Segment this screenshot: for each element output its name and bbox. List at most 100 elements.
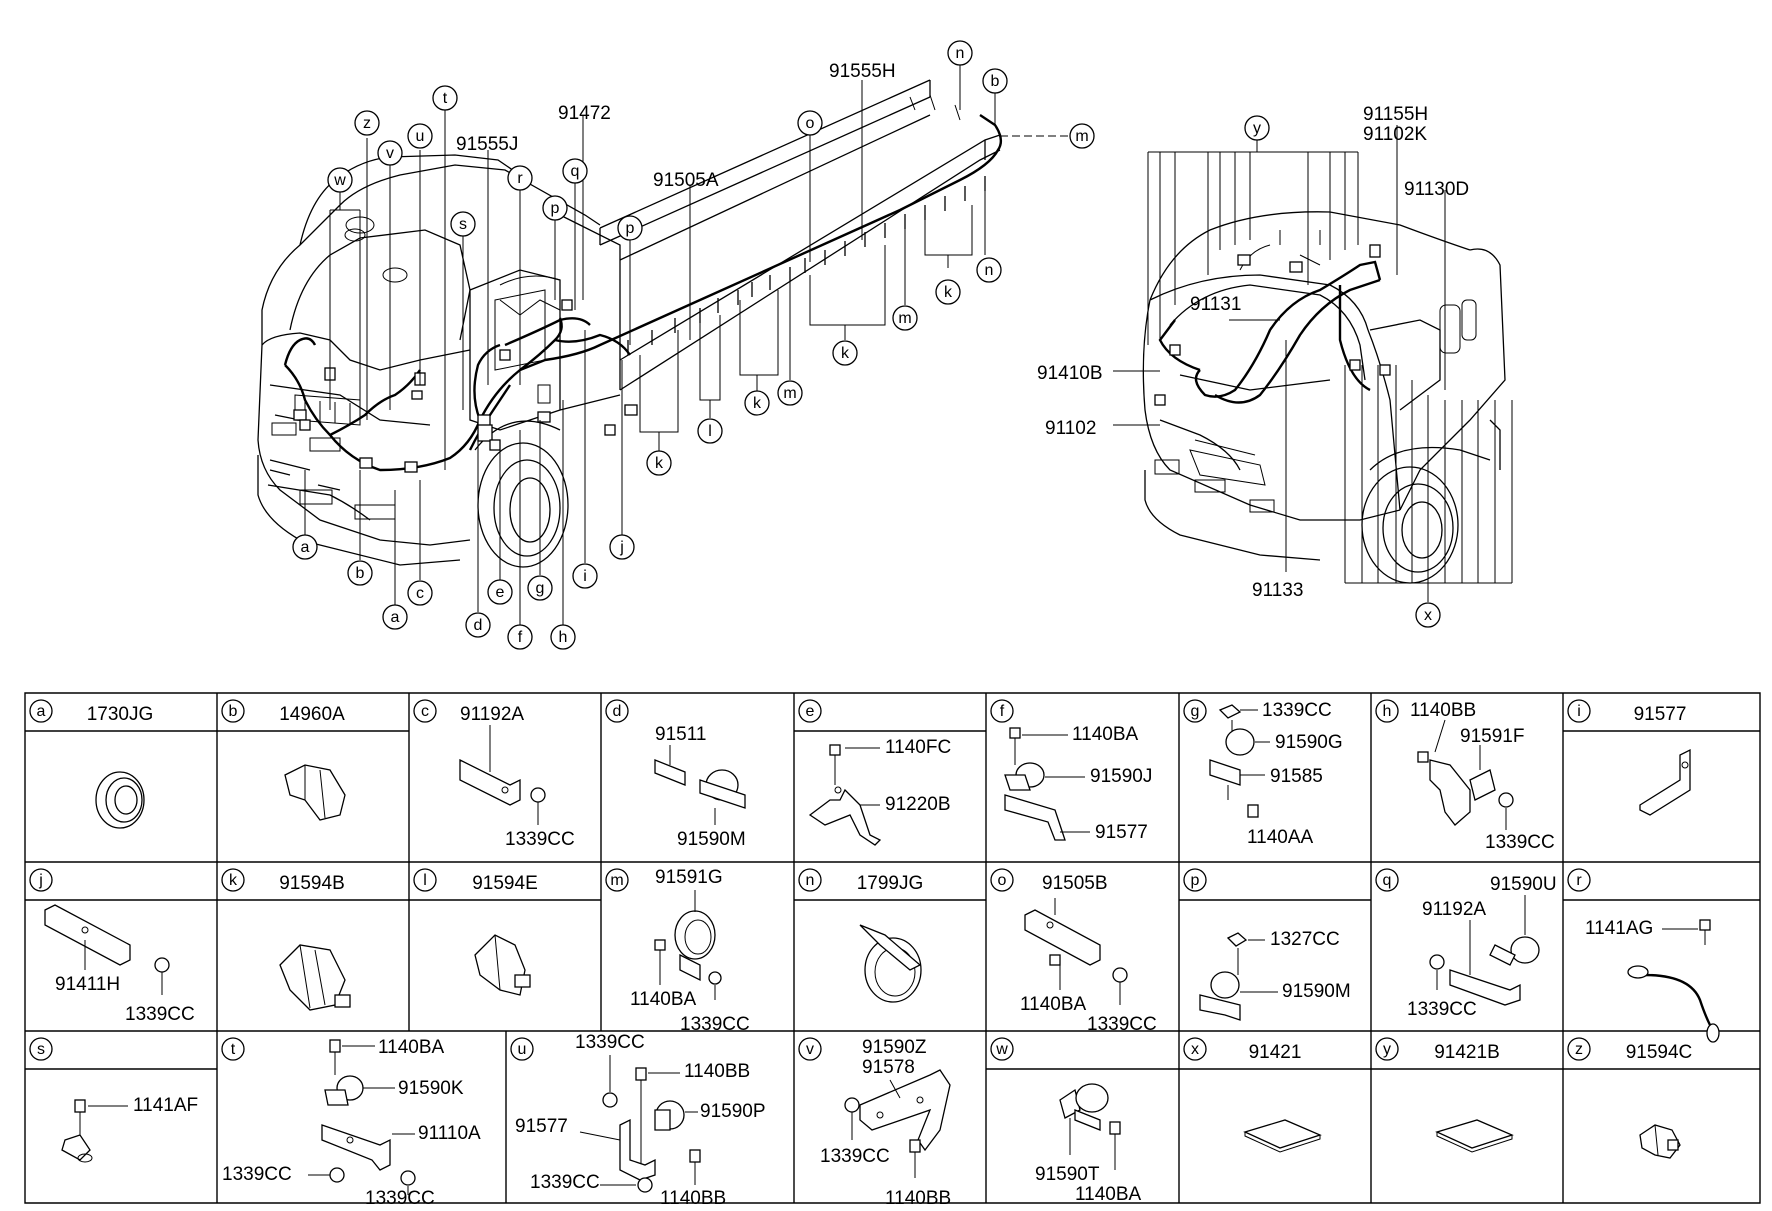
bracket-icon — [1209, 704, 1259, 818]
svg-text:t: t — [231, 1041, 236, 1058]
right-truck-view: y x 91155H 91102K 91130D 91131 91410B 91… — [1037, 104, 1513, 628]
svg-text:x: x — [1424, 607, 1432, 624]
svg-text:91590M: 91590M — [677, 829, 746, 850]
svg-text:1339CC: 1339CC — [575, 1032, 645, 1053]
svg-text:91411H: 91411H — [55, 974, 120, 995]
bracket-icon — [44, 904, 170, 995]
cell-y: y 91421B — [1375, 1037, 1514, 1153]
svg-text:k: k — [753, 395, 762, 412]
cell-f: f 1140BA 91590J 91577 — [990, 699, 1152, 843]
svg-text:1327CC: 1327CC — [1270, 929, 1340, 950]
svg-text:v: v — [386, 145, 394, 162]
bracket-icon — [808, 744, 882, 846]
svg-text:1140BA: 1140BA — [1075, 1184, 1142, 1205]
svg-text:v: v — [806, 1041, 814, 1058]
svg-text:91590G: 91590G — [1275, 732, 1343, 753]
left-leader-lines — [304, 65, 1068, 625]
svg-text:91590M: 91590M — [1282, 981, 1351, 1002]
chassis-frame — [599, 79, 1001, 391]
svg-text:1339CC: 1339CC — [1087, 1014, 1157, 1035]
truck-cab-outline — [257, 154, 621, 568]
pn-91130D: 91130D — [1404, 179, 1469, 200]
svg-text:a: a — [391, 609, 400, 626]
svg-text:g: g — [1191, 703, 1200, 720]
callout-i: i — [572, 563, 598, 589]
svg-text:91591G: 91591G — [655, 867, 723, 888]
svg-text:k: k — [841, 345, 850, 362]
svg-text:1339CC: 1339CC — [505, 829, 575, 850]
svg-text:s: s — [459, 216, 467, 233]
svg-text:k: k — [655, 455, 664, 472]
svg-text:91594C: 91594C — [1626, 1042, 1693, 1063]
clamp-icon — [654, 745, 746, 825]
svg-text:w: w — [333, 172, 346, 189]
svg-text:k: k — [944, 284, 953, 301]
cell-b: b 14960A — [221, 699, 346, 821]
svg-text:1140BA: 1140BA — [378, 1037, 445, 1058]
svg-text:91578: 91578 — [862, 1057, 915, 1078]
bracket-icon — [579, 1055, 701, 1193]
svg-text:1339CC: 1339CC — [222, 1164, 292, 1185]
callout-y: y — [1244, 115, 1270, 141]
svg-text:l: l — [423, 872, 427, 889]
svg-text:1140AA: 1140AA — [1247, 827, 1314, 848]
svg-text:h: h — [559, 629, 568, 646]
callout-p2: p — [617, 215, 643, 241]
pn-91102: 91102 — [1045, 418, 1096, 439]
svg-text:1799JG: 1799JG — [857, 873, 924, 894]
svg-text:91192A: 91192A — [1422, 899, 1486, 920]
svg-text:1140BB: 1140BB — [885, 1188, 951, 1209]
svg-text:1339CC: 1339CC — [820, 1146, 890, 1167]
pn-91555H: 91555H — [829, 61, 896, 82]
clip-icon — [1639, 1124, 1681, 1159]
cell-n: n 1799JG — [798, 868, 924, 1003]
pn-91505A: 91505A — [653, 170, 719, 191]
callout-m-right: m — [892, 305, 918, 331]
callout-h: h — [550, 624, 576, 650]
clamp-icon — [1059, 1083, 1121, 1170]
svg-text:e: e — [806, 703, 815, 720]
callout-k-leftmid: k — [744, 390, 770, 416]
left-part-numbers: 91555H 91472 91555J 91505A — [456, 61, 896, 191]
cell-t: t 1140BA 91590K 91110A 1339CC 1339CC — [221, 1037, 481, 1209]
pn-91102K: 91102K — [1363, 124, 1427, 145]
grommet-icon — [95, 771, 145, 829]
callout-w: w — [327, 167, 353, 193]
svg-text:91110A: 91110A — [418, 1123, 481, 1144]
svg-text:f: f — [518, 629, 523, 646]
svg-text:14960A: 14960A — [279, 704, 345, 725]
callout-v: v — [377, 140, 403, 166]
svg-text:1140BB: 1140BB — [1410, 700, 1476, 721]
right-part-numbers: 91155H 91102K 91130D 91131 91410B 91102 … — [1037, 104, 1469, 601]
svg-text:l: l — [708, 423, 712, 440]
clamp-icon — [1199, 932, 1248, 1021]
svg-text:91511: 91511 — [655, 724, 706, 745]
ground-cable-icon — [1627, 919, 1720, 1043]
callout-j: j — [609, 534, 635, 560]
svg-text:c: c — [416, 585, 424, 602]
svg-text:c: c — [421, 703, 429, 720]
svg-text:n: n — [985, 262, 994, 279]
svg-text:z: z — [363, 115, 371, 132]
right-callouts: y x — [1244, 115, 1441, 628]
svg-text:b: b — [356, 565, 365, 582]
svg-text:f: f — [1000, 703, 1005, 720]
bracket-icon — [844, 1069, 951, 1178]
svg-text:91421: 91421 — [1249, 1042, 1302, 1063]
callout-q: q — [562, 158, 588, 184]
svg-text:n: n — [806, 872, 815, 889]
svg-text:1339CC: 1339CC — [125, 1004, 195, 1025]
svg-text:91594B: 91594B — [279, 873, 345, 894]
svg-text:o: o — [806, 115, 815, 132]
callout-r: r — [507, 165, 533, 191]
cell-v: v 91590Z 91578 1339CC 1140BB — [798, 1037, 951, 1209]
svg-text:j: j — [38, 872, 43, 889]
cell-q: q 91590U 91192A 1339CC — [1375, 868, 1557, 1020]
cell-j: j 91411H 1339CC — [29, 868, 195, 1025]
svg-text:m: m — [610, 872, 623, 889]
svg-text:x: x — [1191, 1041, 1199, 1058]
clamp-icon — [654, 890, 722, 1000]
svg-text:1140BB: 1140BB — [684, 1061, 750, 1082]
cell-z: z 91594C — [1567, 1037, 1693, 1159]
svg-text:1141AF: 1141AF — [133, 1095, 198, 1116]
